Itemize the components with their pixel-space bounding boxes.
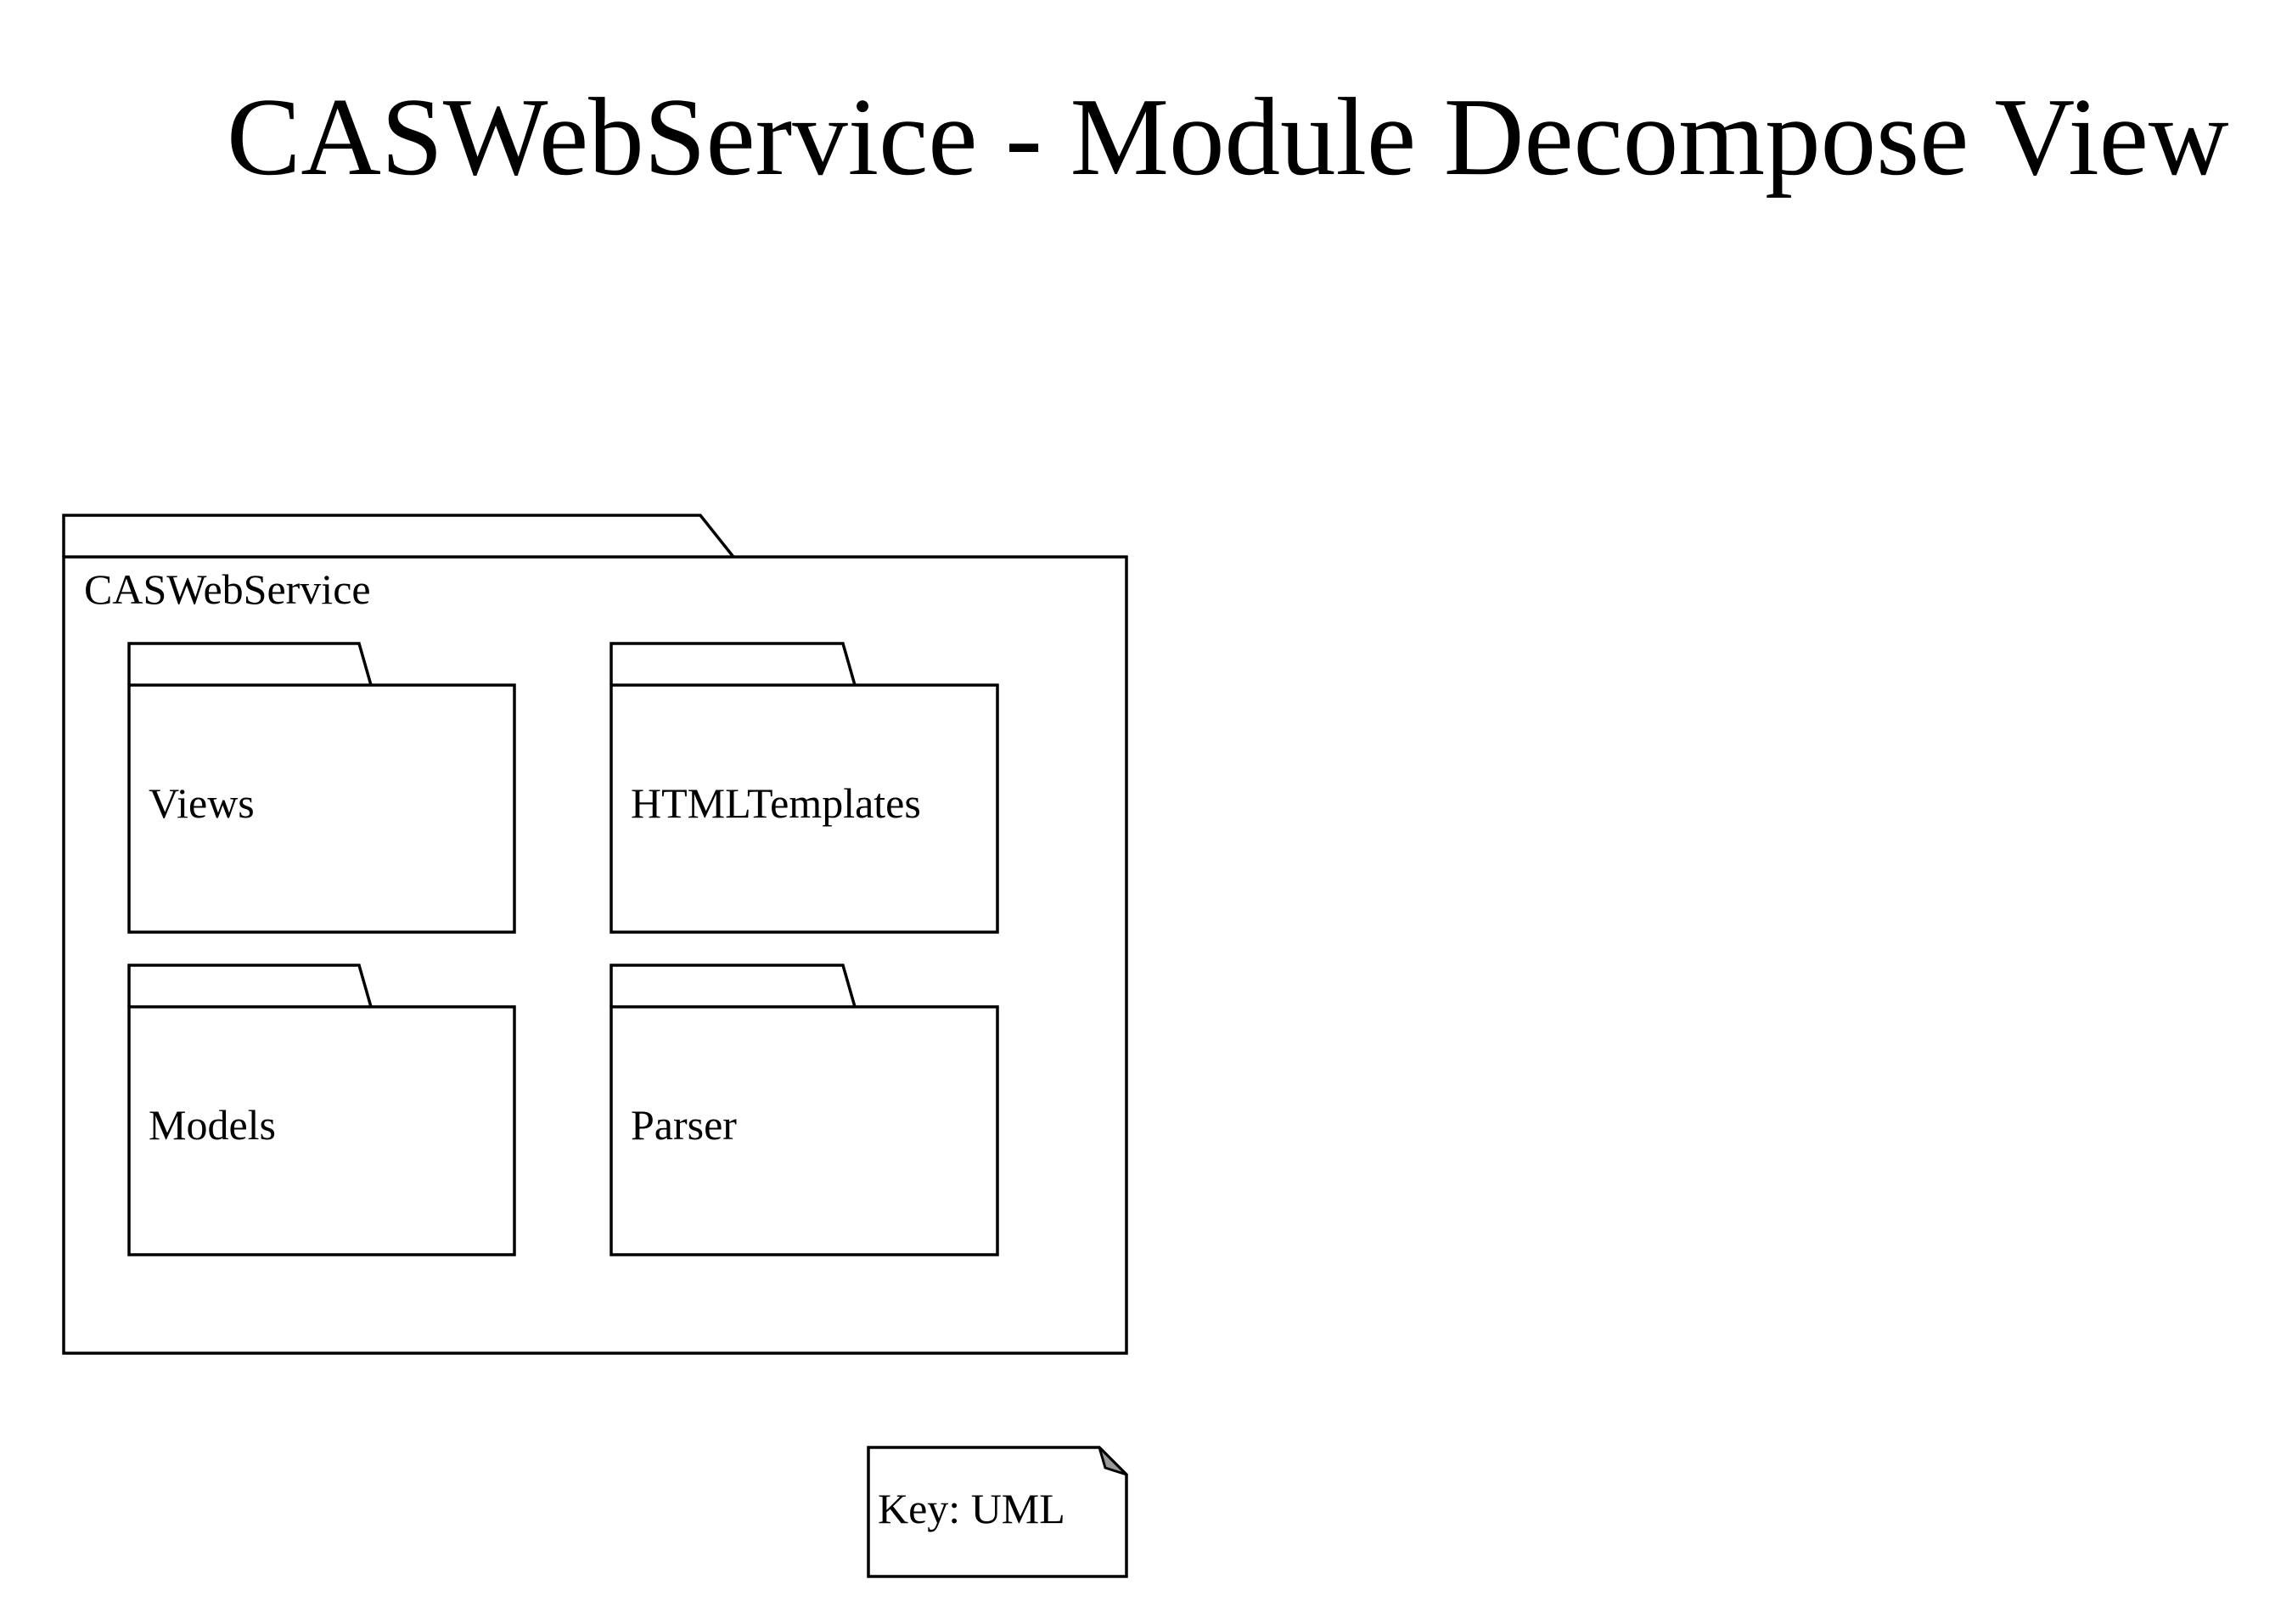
package-htmltemplates[interactable]: HTMLTemplates bbox=[610, 642, 999, 934]
package-body bbox=[127, 683, 516, 934]
note-body bbox=[867, 1446, 1128, 1578]
note-fold-corner bbox=[1098, 1446, 1128, 1476]
note-label: Key: UML bbox=[878, 1485, 1065, 1532]
package-label: Parser bbox=[631, 1101, 737, 1149]
package-body bbox=[127, 1005, 516, 1256]
package-label: CASWebService bbox=[84, 565, 371, 613]
package-label: Views bbox=[149, 779, 255, 827]
package-tab bbox=[610, 642, 857, 686]
package-tab bbox=[127, 642, 373, 686]
note-key-uml[interactable]: Key: UML bbox=[867, 1446, 1128, 1578]
package-body bbox=[610, 1005, 999, 1256]
package-parser[interactable]: Parser bbox=[610, 964, 999, 1256]
package-body bbox=[610, 683, 999, 934]
package-tab bbox=[127, 964, 373, 1008]
package-views[interactable]: Views bbox=[127, 642, 516, 934]
package-tab bbox=[62, 514, 735, 559]
package-label: Models bbox=[149, 1101, 276, 1149]
package-label: HTMLTemplates bbox=[631, 779, 921, 827]
package-models[interactable]: Models bbox=[127, 964, 516, 1256]
diagram-title: CASWebService - Module Decompose View bbox=[227, 76, 2229, 199]
package-tab bbox=[610, 964, 857, 1008]
